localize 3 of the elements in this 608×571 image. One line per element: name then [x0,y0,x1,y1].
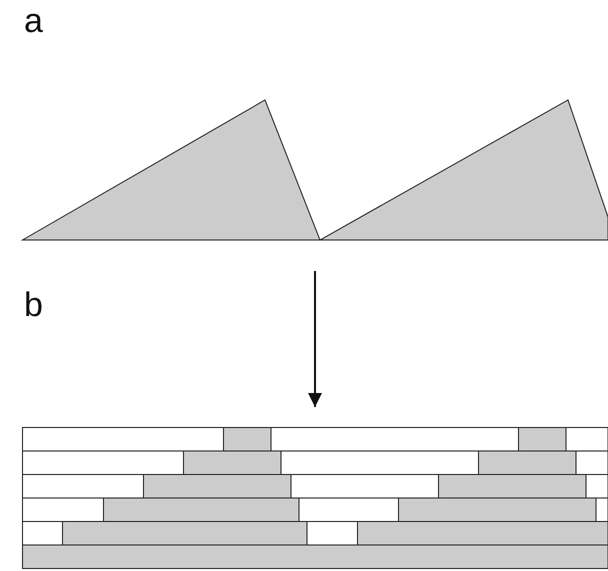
panel-label: b [24,288,43,322]
panel-label: a [24,4,43,38]
arrow [308,271,322,407]
